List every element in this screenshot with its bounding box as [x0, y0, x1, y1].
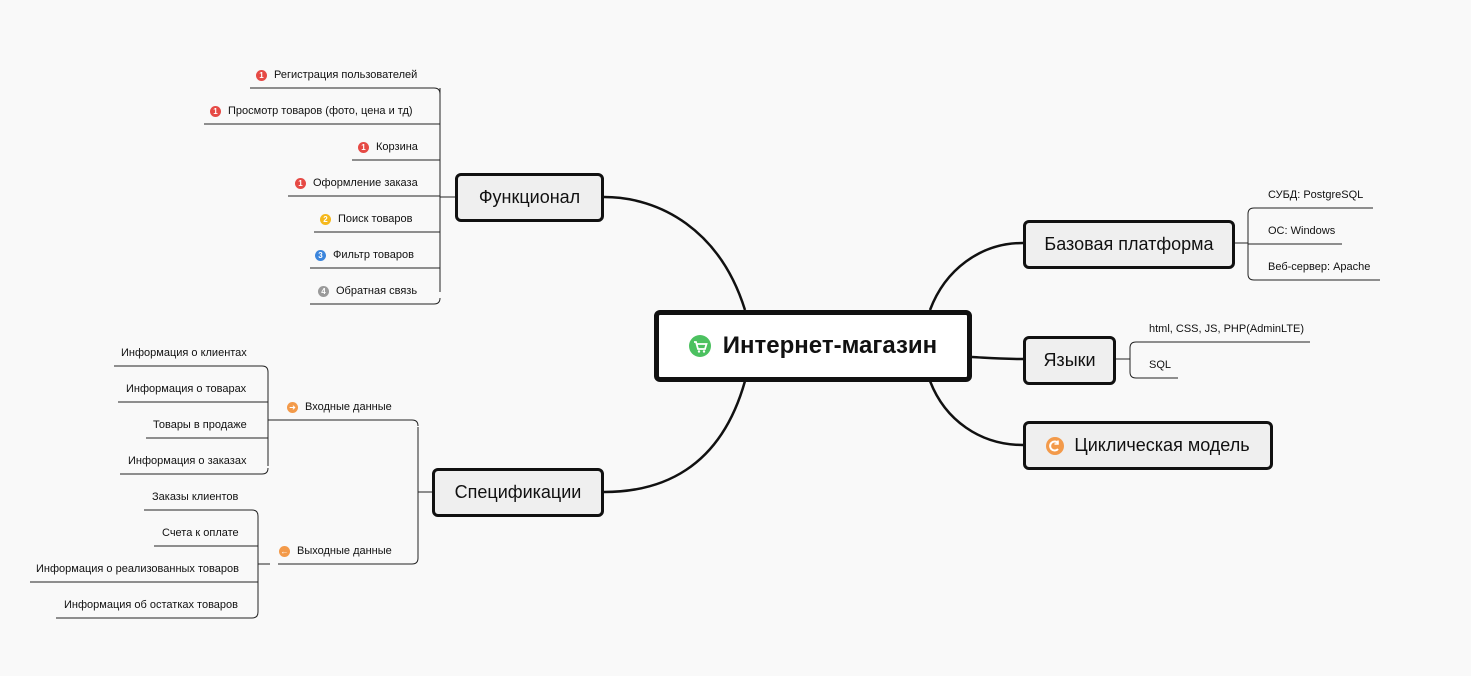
- output-item[interactable]: Счета к оплате: [162, 527, 239, 539]
- topic-cyclic-label: Циклическая модель: [1074, 435, 1250, 455]
- specs-output-label: Выходные данные: [297, 545, 392, 557]
- input-item[interactable]: Товары в продаже: [153, 419, 247, 431]
- output-item[interactable]: Заказы клиентов: [152, 491, 239, 503]
- central-topic-label: Интернет-магазин: [722, 332, 938, 359]
- functional-item-label: Регистрация пользователей: [274, 69, 418, 81]
- functional-item-label: Поиск товаров: [338, 213, 413, 225]
- priority-3-icon: 3: [315, 249, 326, 261]
- specs-output[interactable]: ← Выходные данные: [279, 544, 392, 558]
- functional-item-label: Фильтр товаров: [333, 249, 414, 261]
- functional-item[interactable]: 1 Оформление заказа: [295, 176, 418, 190]
- topic-platform[interactable]: Базовая платформа: [1023, 220, 1235, 269]
- topic-languages-label: Языки: [1043, 350, 1096, 370]
- input-item[interactable]: Информация о заказах: [128, 455, 247, 467]
- input-item[interactable]: Информация о клиентах: [121, 347, 247, 359]
- priority-1-icon: 1: [295, 177, 306, 189]
- functional-item[interactable]: 2 Поиск товаров: [320, 212, 413, 226]
- priority-1-icon: 1: [256, 69, 267, 81]
- output-item[interactable]: Информация об остатках товаров: [64, 599, 239, 611]
- central-topic[interactable]: Интернет-магазин: [654, 310, 972, 382]
- functional-item-label: Обратная связь: [336, 285, 418, 297]
- specs-input-label: Входные данные: [305, 401, 392, 413]
- functional-item[interactable]: 1 Регистрация пользователей: [256, 68, 417, 82]
- platform-item[interactable]: Веб-сервер: Apache: [1268, 261, 1371, 273]
- topic-cyclic[interactable]: Циклическая модель: [1023, 421, 1273, 470]
- priority-1-icon: 1: [358, 141, 369, 153]
- functional-item-label: Просмотр товаров (фото, цена и тд): [228, 105, 413, 117]
- functional-item[interactable]: 3 Фильтр товаров: [315, 248, 414, 262]
- arrow-right-icon: ➜: [287, 401, 298, 413]
- topic-functional-label: Функционал: [478, 187, 581, 207]
- topic-specs[interactable]: Спецификации: [432, 468, 604, 517]
- specs-input[interactable]: ➜ Входные данные: [287, 400, 392, 414]
- topic-languages[interactable]: Языки: [1023, 336, 1116, 385]
- cart-icon: [688, 335, 711, 357]
- platform-item[interactable]: СУБД: PostgreSQL: [1268, 189, 1364, 201]
- language-item[interactable]: html, CSS, JS, PHP(AdminLTE): [1149, 323, 1305, 335]
- functional-item[interactable]: 1 Просмотр товаров (фото, цена и тд): [210, 104, 413, 118]
- topic-functional[interactable]: Функционал: [455, 173, 604, 222]
- functional-item[interactable]: 4 Обратная связь: [318, 284, 417, 298]
- platform-item[interactable]: ОС: Windows: [1268, 225, 1336, 237]
- language-item[interactable]: SQL: [1149, 359, 1172, 371]
- topic-platform-label: Базовая платформа: [1044, 234, 1214, 254]
- priority-2-icon: 2: [320, 213, 331, 225]
- functional-item[interactable]: 1 Корзина: [358, 140, 418, 154]
- priority-1-icon: 1: [210, 105, 221, 117]
- output-item[interactable]: Информация о реализованных товаров: [36, 563, 239, 575]
- priority-4-icon: 4: [318, 285, 329, 297]
- input-item[interactable]: Информация о товарах: [126, 383, 247, 395]
- functional-item-label: Корзина: [376, 141, 418, 153]
- topic-specs-label: Спецификации: [454, 482, 582, 502]
- functional-item-label: Оформление заказа: [313, 177, 418, 189]
- arrow-left-icon: ←: [279, 545, 290, 557]
- cycle-icon: [1046, 436, 1065, 455]
